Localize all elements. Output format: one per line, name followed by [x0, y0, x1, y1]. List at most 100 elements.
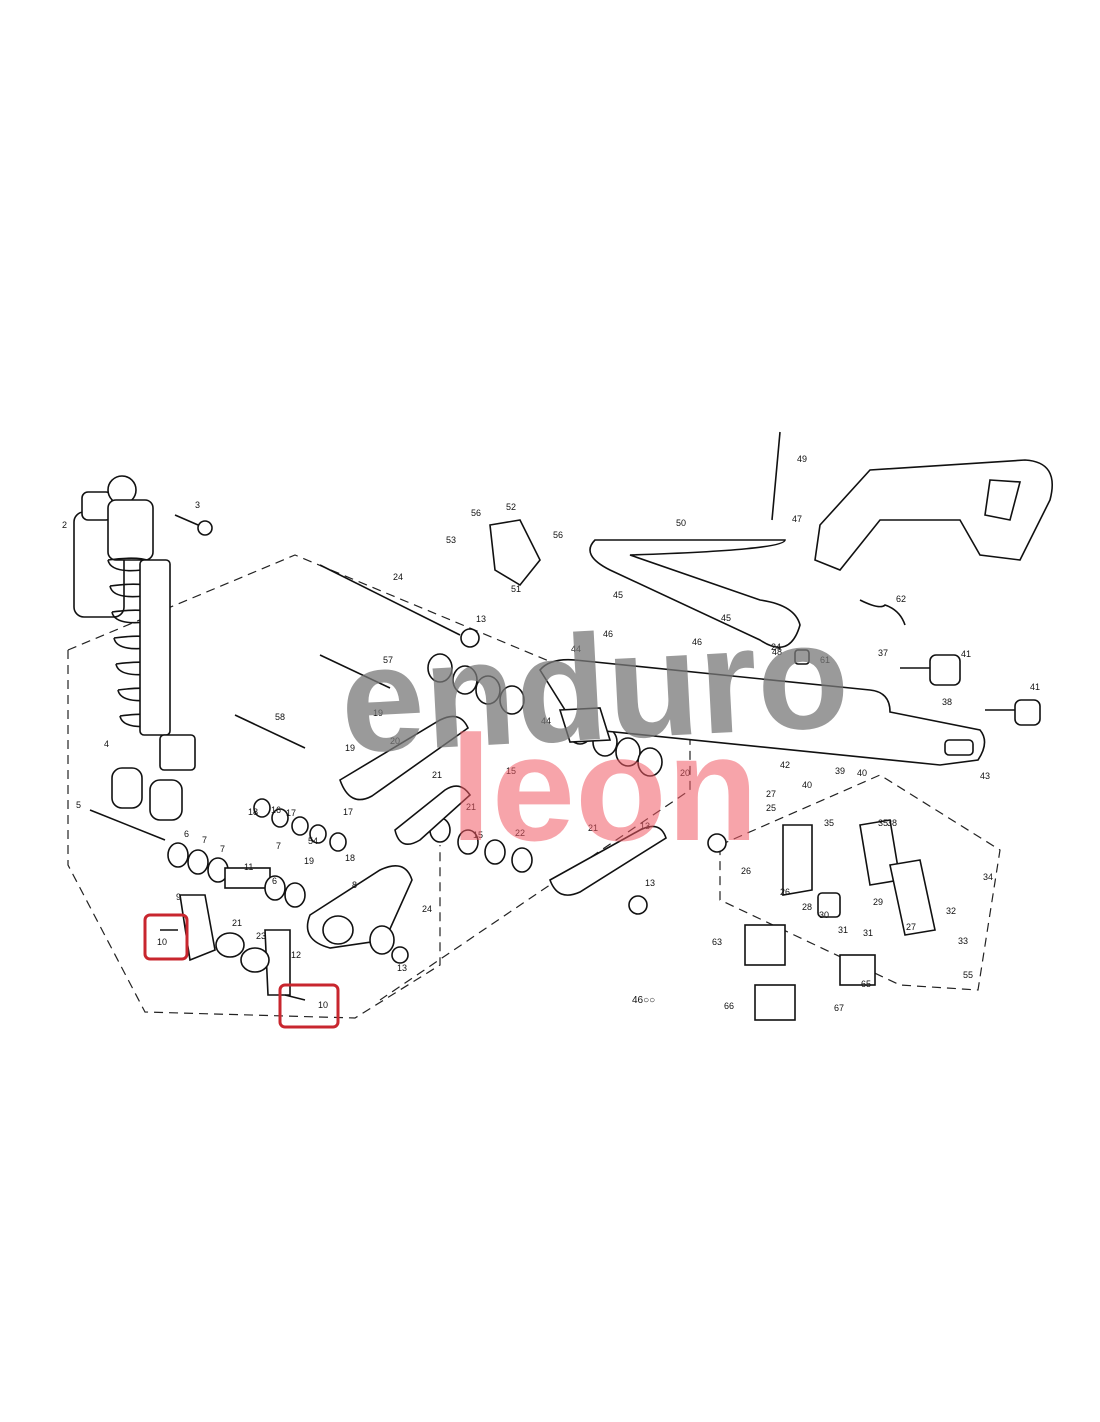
callout-label: 33	[958, 936, 968, 946]
callout-label: 8	[352, 880, 357, 890]
long-bolts	[89, 431, 781, 841]
highlight-part-10-left	[143, 913, 189, 961]
callout-label: 26	[780, 887, 790, 897]
callout-label: 30	[819, 910, 829, 920]
callout-label: 40	[802, 780, 812, 790]
callout-label: 31	[838, 925, 848, 935]
watermark-line1: enduro	[336, 590, 852, 784]
callout-label: 41	[961, 649, 971, 659]
callout-label: 13	[645, 878, 655, 888]
callout-label: 40	[857, 768, 867, 778]
callout-label: 20	[390, 736, 400, 746]
callout-label: 13	[397, 963, 407, 973]
callout-label: 65	[861, 979, 871, 989]
spacer-row-lower	[167, 842, 306, 908]
watermark: enduro leon	[336, 590, 852, 872]
callout-label: 54	[308, 836, 318, 846]
callout-label: 18	[345, 853, 355, 863]
callout-label: 10	[157, 937, 167, 947]
callout-label: 55	[963, 970, 973, 980]
callout-label: 26	[741, 866, 751, 876]
callout-label: 58	[275, 712, 285, 722]
bracket-50	[489, 519, 541, 587]
callout-label: 19	[304, 856, 314, 866]
callout-label: 23	[256, 931, 266, 941]
callout-label: 13	[640, 821, 650, 831]
callout-label: 42	[780, 760, 790, 770]
callout-label: 3	[195, 500, 200, 510]
shock-bushings	[111, 767, 183, 821]
callout-label: 56	[471, 508, 481, 518]
callout-label: 10	[318, 1000, 328, 1010]
callout-label: 18	[248, 807, 258, 817]
callout-label: 46	[603, 629, 613, 639]
callout-label: 45	[613, 590, 623, 600]
callout-label: 20	[680, 768, 690, 778]
chain-guard	[814, 459, 1054, 571]
callout-label: 43	[980, 771, 990, 781]
callout-label: 51	[511, 584, 521, 594]
callout-label: 61	[820, 655, 830, 665]
callout-label: 22	[515, 828, 525, 838]
callout-label: 39	[835, 766, 845, 776]
callout-label: 67	[834, 1003, 844, 1013]
spacer-row-middle	[253, 798, 533, 873]
callout-label: 35	[824, 818, 834, 828]
link-rods	[339, 715, 667, 896]
callout-label: 24	[422, 904, 432, 914]
right-side-hardware	[794, 649, 1041, 726]
callout-label: 29	[873, 897, 883, 907]
callout-label: 6	[184, 829, 189, 839]
callout-label: 7	[202, 835, 207, 845]
callout-label: 63	[712, 937, 722, 947]
callout-label: 27	[906, 922, 916, 932]
callout-label: 57	[383, 655, 393, 665]
bracket-assembly	[744, 819, 936, 1021]
swingarm	[539, 658, 986, 766]
callout-label: 62	[896, 594, 906, 604]
nuts	[391, 628, 727, 964]
callout-label: 66	[724, 1001, 734, 1011]
callout-label: 32	[946, 906, 956, 916]
callout-label: 38	[887, 818, 897, 828]
callout-label: 28	[802, 902, 812, 912]
callout-label: 5	[76, 800, 81, 810]
callout-label: 15	[506, 766, 516, 776]
callout-label: 31	[863, 928, 873, 938]
callout-label: 38	[942, 697, 952, 707]
spring-58	[859, 599, 906, 626]
callout-label: 13	[476, 614, 486, 624]
callout-label: 7	[220, 844, 225, 854]
callout-label: 4	[104, 739, 109, 749]
bracket-group-outline	[719, 774, 1001, 991]
callout-label: 6	[272, 876, 277, 886]
callout-label: 16	[271, 805, 281, 815]
bolt-3	[174, 514, 213, 536]
callout-label: 25	[766, 803, 776, 813]
callout-label: 41	[1030, 682, 1040, 692]
highlight-part-10-right	[278, 983, 340, 1029]
callout-label: 24	[771, 642, 781, 652]
callout-label: 19	[373, 708, 383, 718]
callout-label: 19	[345, 743, 355, 753]
callout-label: 47	[792, 514, 802, 524]
linkage-group-outline	[67, 554, 691, 1019]
callout-label: 53	[446, 535, 456, 545]
diagram-code: 46○○	[632, 995, 655, 1006]
callout-label: 17	[343, 807, 353, 817]
callout-label: 44	[571, 644, 581, 654]
callout-label: 48	[772, 647, 782, 657]
callout-label: 46	[692, 637, 702, 647]
callout-label: 9	[176, 892, 181, 902]
chain-slider	[589, 539, 801, 649]
callout-label: 7	[276, 841, 281, 851]
callout-label: 50	[676, 518, 686, 528]
callout-label: 37	[878, 648, 888, 658]
callout-label: 21	[232, 918, 242, 928]
lower-plates	[179, 894, 291, 996]
callout-label: 21	[466, 802, 476, 812]
callout-label: 56	[553, 530, 563, 540]
callout-label: 12	[291, 950, 301, 960]
